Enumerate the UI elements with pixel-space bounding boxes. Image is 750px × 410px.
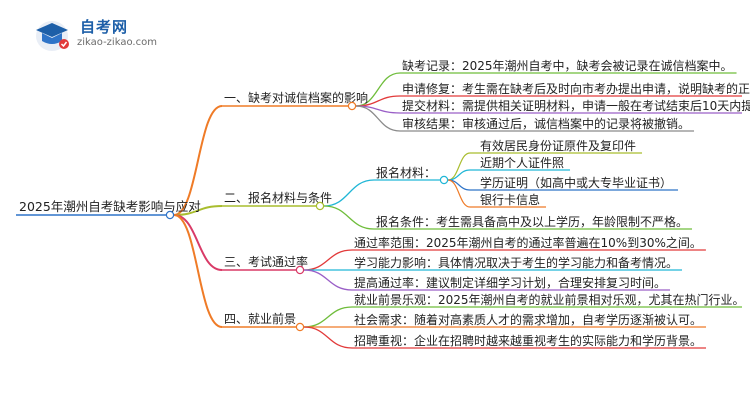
child-node-1-4[interactable]: 审核结果：审核通过后，诚信档案中的记录将被撤销。: [402, 116, 690, 131]
logo-title: 自考网: [80, 18, 129, 36]
child-node-1-3[interactable]: 提交材料：需提供相关证明材料，申请一般在考试结束后10天内提交。: [402, 98, 750, 113]
logo-url: zikao-zikao.com: [77, 37, 157, 48]
branch-node-2[interactable]: 二、报名材料与条件: [224, 190, 332, 205]
branch-node-1[interactable]: 一、缺考对诚信档案的影响: [224, 90, 368, 105]
branch-node-4[interactable]: 四、就业前景: [224, 311, 296, 326]
child-node-4-3[interactable]: 招聘重视：企业在招聘时越来越重视考生的实际能力和学历背景。: [354, 333, 702, 348]
node-knob: [165, 210, 175, 220]
connector-line: [323, 205, 375, 230]
connector-line: [323, 179, 375, 207]
root-node[interactable]: 2025年潮州自考缺考影响与应对: [19, 199, 201, 214]
connector-line: [303, 249, 353, 271]
child-node-2-2[interactable]: 报名条件：考生需具备高中及以上学历，年龄限制不严格。: [376, 214, 688, 229]
node-knob: [439, 175, 449, 185]
node-knob: [347, 101, 357, 111]
connector-line: [447, 152, 471, 181]
connector-line: [173, 105, 223, 216]
connector-line: [303, 326, 353, 349]
connector-line: [303, 306, 353, 328]
mind-map-nodes: 2025年潮州自考缺考影响与应对 一、缺考对诚信档案的影响 缺考记录：2025年潮州…: [19, 58, 750, 348]
leaf-node-2[interactable]: 近期个人证件照: [480, 156, 564, 170]
connector-line: [173, 214, 223, 271]
leaf-node-1[interactable]: 有效居民身份证原件及复印件: [480, 138, 636, 153]
connector-line: [303, 269, 353, 291]
mind-map-connectors: [16, 72, 742, 349]
child-node-4-1[interactable]: 就业前景乐观：2025年潮州自考的就业前景相对乐观，尤其在热门行业。: [354, 292, 745, 307]
child-node-1-1[interactable]: 缺考记录：2025年潮州自考中，缺考会被记录在诚信档案中。: [402, 58, 733, 73]
branch-node-3[interactable]: 三、考试通过率: [224, 254, 308, 269]
site-logo[interactable]: 自考网 zikao-zikao.com: [30, 14, 180, 54]
child-node-4-2[interactable]: 社会需求：随着对高素质人才的需求增加，自考学历逐渐被认可。: [354, 312, 702, 327]
connector-line: [173, 214, 223, 328]
leaf-node-3[interactable]: 学历证明（如高中或大专毕业证书）: [480, 175, 672, 190]
graduation-cap-icon: [36, 21, 69, 51]
leaf-node-4[interactable]: 银行卡信息: [480, 192, 540, 207]
node-knob: [295, 265, 305, 275]
child-node-3-1[interactable]: 通过率范围：2025年潮州自考的通过率普遍在10%到30%之间。: [354, 235, 702, 250]
connector-line: [173, 205, 223, 216]
node-knob: [295, 322, 305, 332]
child-node-3-3[interactable]: 提高通过率：建议制定详细学习计划，合理安排复习时间。: [354, 275, 666, 290]
child-node-1-2[interactable]: 申请修复：考生需在缺考后及时向市考办提出申请，说明缺考的正当理由。: [402, 81, 750, 96]
node-knob: [315, 201, 325, 211]
child-node-2-1[interactable]: 报名材料：: [376, 165, 436, 180]
connector-line: [355, 105, 401, 132]
connector-line: [447, 179, 471, 208]
child-node-3-2[interactable]: 学习能力影响：具体情况取决于考生的学习能力和备考情况。: [354, 255, 678, 270]
